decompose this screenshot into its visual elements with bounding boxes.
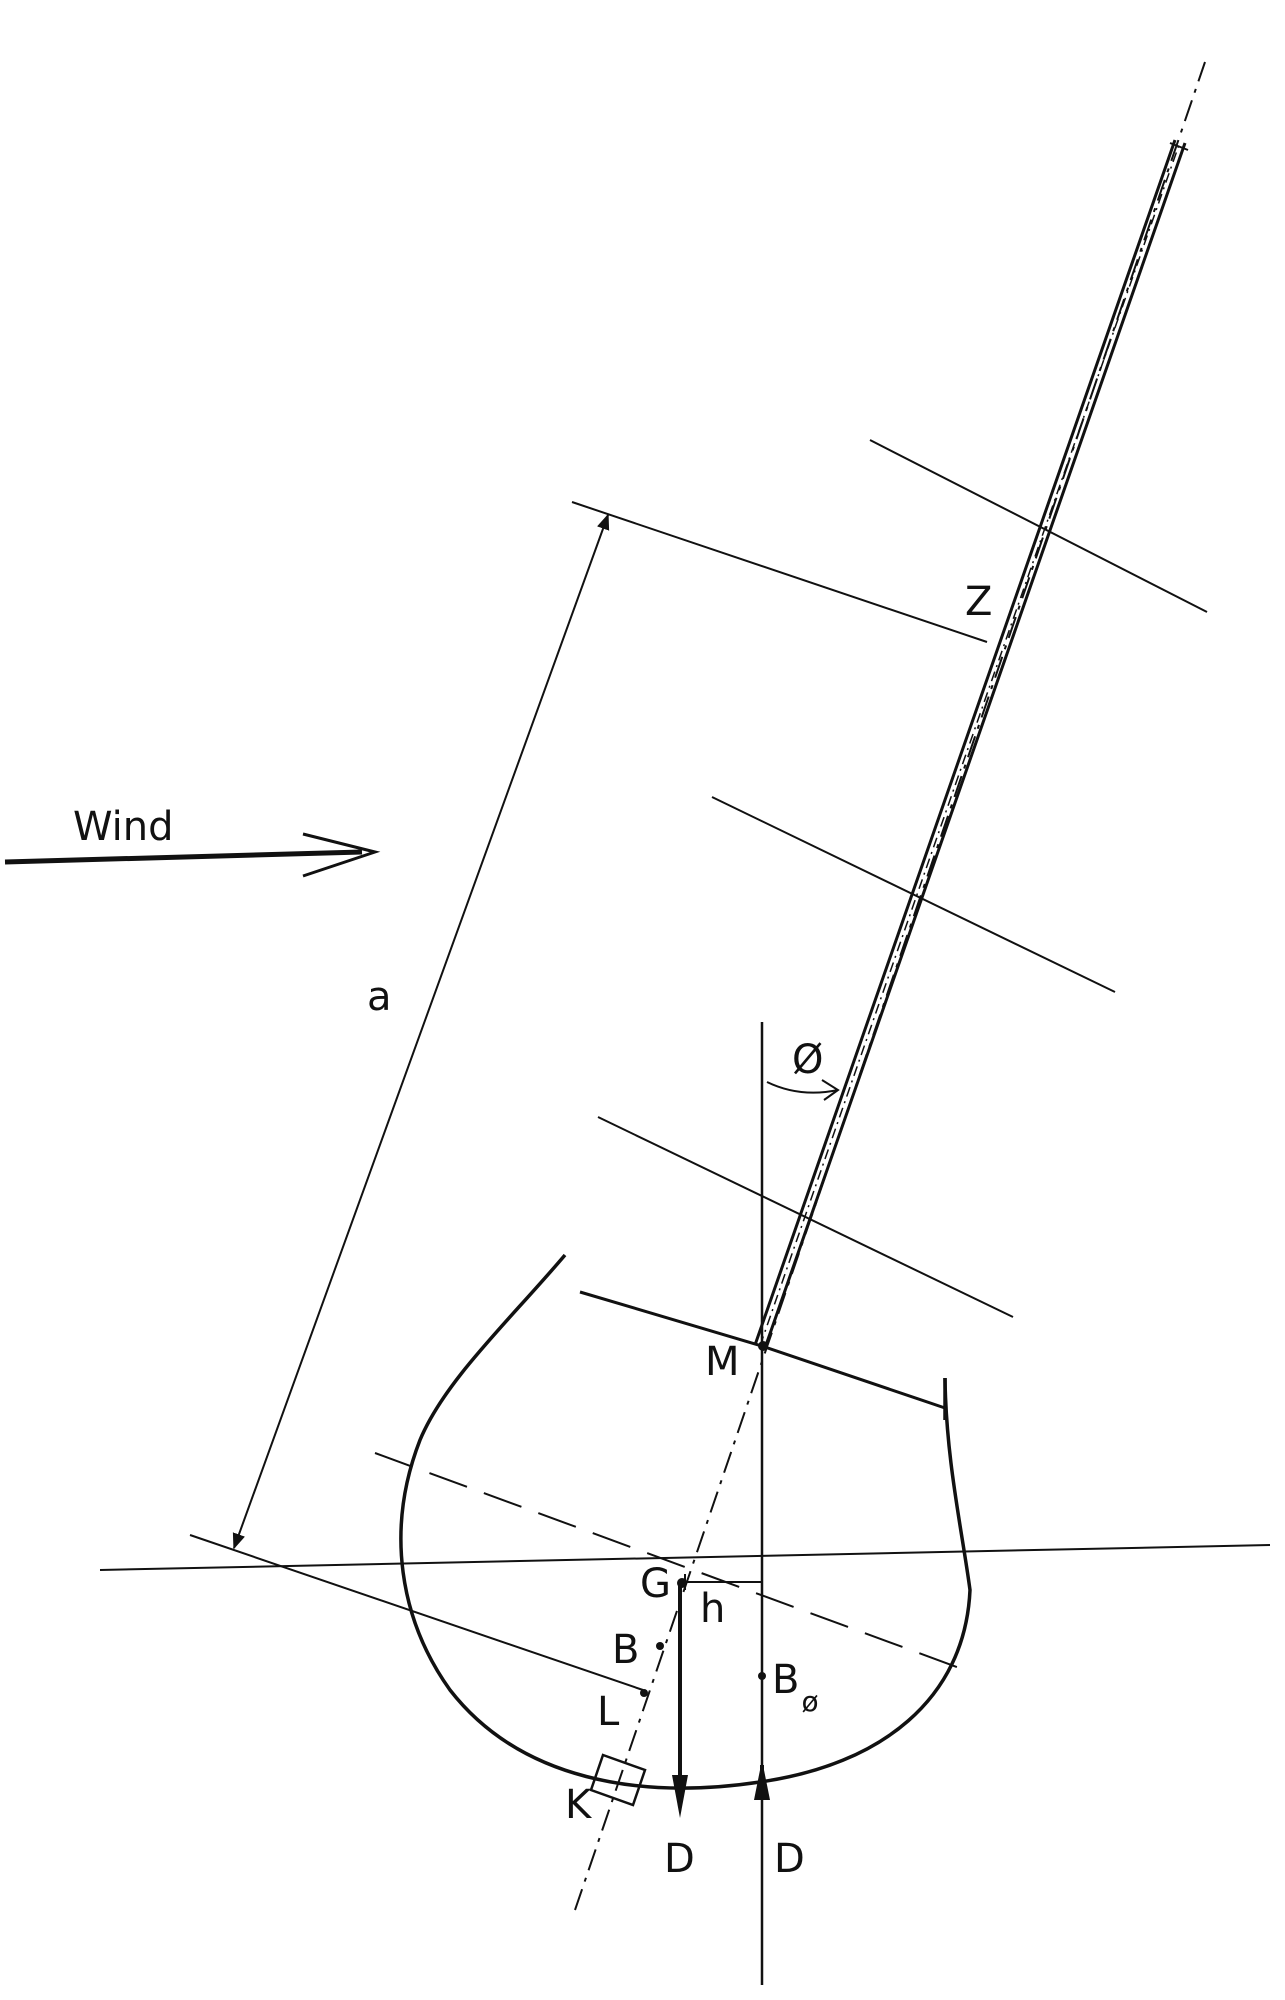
point-g-marker — [677, 1578, 687, 1588]
waterline — [99, 1544, 1271, 1571]
heel-angle-label: Ø — [792, 1037, 823, 1083]
keel-right-angle-box — [589, 1753, 647, 1807]
weight-d-label: D — [664, 1836, 695, 1882]
point-m-label: M — [705, 1339, 740, 1385]
point-k-label: K — [565, 1782, 593, 1828]
point-l-label: L — [597, 1689, 620, 1735]
point-b-label: B — [612, 1627, 639, 1673]
heeled-waterline — [374, 1452, 966, 1671]
righting-arm-h-label: h — [700, 1586, 725, 1632]
dimension-a-label: a — [367, 974, 392, 1020]
weight-force-vector — [672, 1585, 688, 1818]
buoyancy-force-vector — [754, 1760, 770, 1800]
wind-arrow — [4, 832, 381, 878]
wind-label: Wind — [73, 804, 174, 850]
heel-angle-arc — [766, 1079, 840, 1101]
point-b-phi-label: Bø — [772, 1657, 819, 1718]
mast — [753, 139, 1189, 1349]
point-b-phi-marker — [758, 1672, 766, 1680]
hull — [399, 1253, 972, 1790]
point-g-label: G — [640, 1561, 671, 1607]
buoyancy-d-label: D — [774, 1836, 805, 1882]
dimension-a-line — [232, 513, 610, 1550]
heeled-centerline — [574, 61, 1206, 1911]
point-b-marker — [656, 1642, 664, 1650]
point-m-marker — [758, 1341, 768, 1351]
point-l-marker — [640, 1689, 648, 1697]
perpendicular-lines — [189, 439, 1208, 1691]
point-z-label: Z — [965, 579, 992, 625]
